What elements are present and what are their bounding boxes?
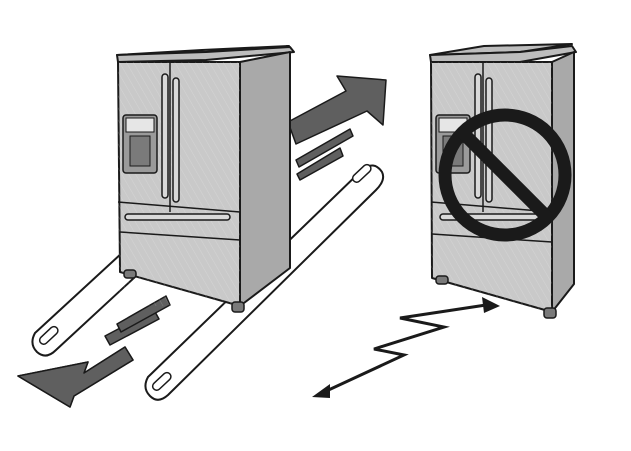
right-panel	[312, 43, 577, 398]
forward-arrow-icon	[287, 75, 387, 181]
zigzag-arrow-icon	[312, 297, 500, 398]
left-refrigerator	[116, 45, 295, 313]
right-refrigerator	[429, 43, 577, 319]
prohibition-icon	[438, 108, 572, 242]
left-panel	[17, 45, 387, 408]
